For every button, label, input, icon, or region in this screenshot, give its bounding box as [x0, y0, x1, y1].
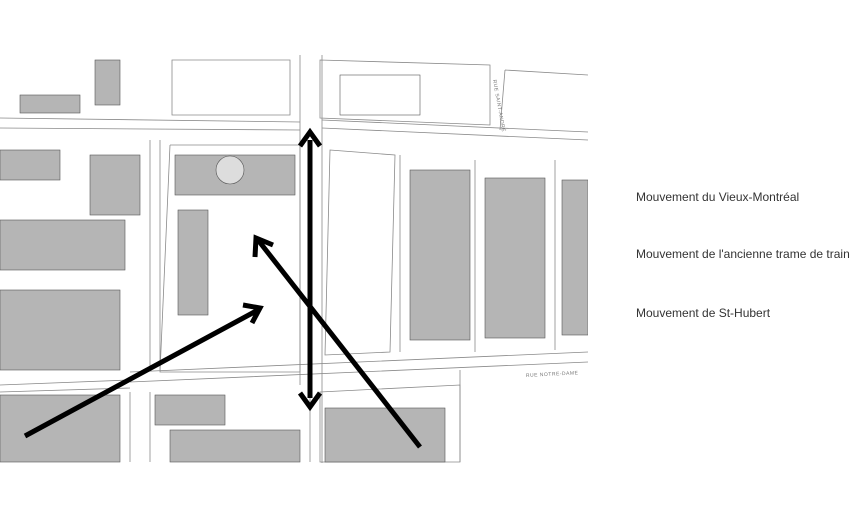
- arrow-st-hubert: [252, 234, 422, 449]
- site-plan-map: RUE SAINT-ANDRÉ RUE NOTRE-DAME: [0, 55, 588, 463]
- street-label-notre-dame: RUE NOTRE-DAME: [526, 370, 579, 379]
- legend-ancienne-trame-train: Mouvement de l'ancienne trame de train: [636, 247, 850, 261]
- legend-vieux-montreal: Mouvement du Vieux-Montréal: [636, 190, 800, 204]
- street-lines: [0, 55, 588, 463]
- buildings: [0, 59, 588, 463]
- legend-st-hubert: Mouvement de St-Hubert: [636, 306, 771, 320]
- movement-arrows: [23, 127, 422, 449]
- arrow-vieux-montreal: [297, 127, 323, 412]
- arrow-ancienne-trame-train: [23, 302, 264, 439]
- street-label-saint-andre: RUE SAINT-ANDRÉ: [491, 79, 507, 133]
